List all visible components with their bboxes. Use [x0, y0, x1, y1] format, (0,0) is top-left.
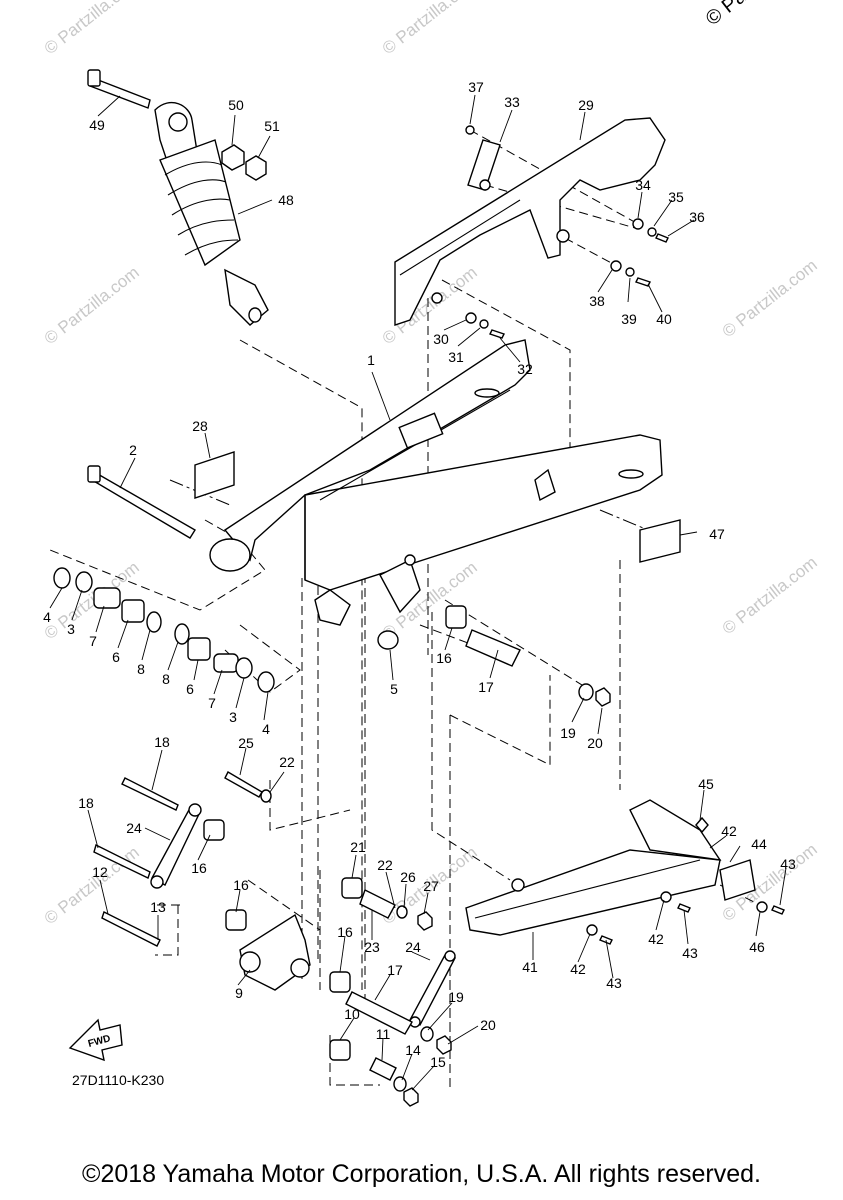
callout-45: 45 [698, 776, 714, 792]
callout-13: 13 [150, 899, 166, 915]
chain-guard [394, 117, 666, 326]
callout-16: 16 [436, 650, 452, 666]
pivot-shaft [87, 465, 196, 539]
callout-20: 20 [587, 735, 603, 751]
callout-31: 31 [448, 349, 464, 365]
callout-43: 43 [606, 975, 622, 991]
callout-12: 12 [92, 864, 108, 880]
watermark: © Partzilla.com [379, 0, 481, 58]
callout-26: 26 [400, 869, 416, 885]
watermark: © Partzilla.com [41, 263, 143, 349]
callout-43: 43 [682, 945, 698, 961]
callout-33: 33 [504, 94, 520, 110]
callout-36: 36 [689, 209, 705, 225]
callout-5: 5 [390, 681, 398, 697]
copyright-footer: ©2018 Yamaha Motor Corporation, U.S.A. A… [82, 1160, 761, 1188]
callout-42: 42 [721, 823, 737, 839]
watermark: © Partzilla.com [719, 256, 821, 342]
callout-22: 22 [279, 754, 295, 770]
callout-1: 1 [367, 352, 375, 368]
watermark: © Partzilla.com [719, 553, 821, 639]
callout-23: 23 [364, 939, 380, 955]
callout-15: 15 [430, 1054, 446, 1070]
callout-17: 17 [387, 962, 403, 978]
callout-7: 7 [208, 695, 216, 711]
callout-18: 18 [154, 734, 170, 750]
callout-29: 29 [578, 97, 594, 113]
rear-arm [209, 339, 663, 626]
callout-43: 43 [780, 856, 796, 872]
callout-8: 8 [137, 661, 145, 677]
forward-arrow: FWD [68, 1018, 123, 1062]
callout-7: 7 [89, 633, 97, 649]
callout-40: 40 [656, 311, 672, 327]
callout-25: 25 [238, 735, 254, 751]
callout-3: 3 [229, 709, 237, 725]
callout-3: 3 [67, 621, 75, 637]
callout-42: 42 [570, 961, 586, 977]
callout-4: 4 [262, 721, 270, 737]
callout-46: 46 [749, 939, 765, 955]
callout-48: 48 [278, 192, 294, 208]
callout-41: 41 [522, 959, 538, 975]
watermark: © Partzilla.com [41, 843, 143, 929]
callout-38: 38 [589, 293, 605, 309]
callout-27: 27 [423, 878, 439, 894]
callout-30: 30 [433, 331, 449, 347]
callout-leaders [49, 94, 787, 1091]
callout-11: 11 [376, 1026, 391, 1042]
callout-22: 22 [377, 857, 393, 873]
rear-shock-absorber [87, 69, 269, 326]
callout-16: 16 [191, 860, 207, 876]
callout-6: 6 [186, 681, 194, 697]
diagram-reference-code: 27D1110-K230 [72, 1072, 165, 1088]
callout-6: 6 [112, 649, 120, 665]
callout-14: 14 [405, 1042, 421, 1058]
callout-4: 4 [43, 609, 51, 625]
callout-8: 8 [162, 671, 170, 687]
callouts: 1 2 3 3 4 4 5 6 6 7 7 8 8 9 10 11 12 13 … [43, 79, 796, 1070]
chain-guard-fasteners [465, 125, 785, 945]
decals [194, 451, 681, 563]
watermark: © Partzilla.com [41, 0, 143, 58]
callout-24: 24 [405, 939, 421, 955]
callout-2: 2 [129, 442, 137, 458]
shock-nuts [221, 144, 267, 181]
callout-19: 19 [448, 989, 464, 1005]
callout-51: 51 [264, 118, 280, 134]
callout-28: 28 [192, 418, 208, 434]
callout-35: 35 [668, 189, 684, 205]
callout-39: 39 [621, 311, 637, 327]
relay-linkage [93, 771, 457, 1107]
callout-34: 34 [635, 177, 651, 193]
chain-guard-bracket [467, 139, 501, 191]
callout-19: 19 [560, 725, 576, 741]
callout-20: 20 [480, 1017, 496, 1033]
callout-49: 49 [89, 117, 105, 133]
callout-9: 9 [235, 985, 243, 1001]
callout-24: 24 [126, 820, 142, 836]
chain-case [465, 799, 756, 936]
pivot-bearings [53, 567, 275, 693]
callout-21: 21 [350, 839, 366, 855]
callout-17: 17 [478, 679, 494, 695]
callout-16: 16 [337, 924, 353, 940]
callout-32: 32 [517, 361, 533, 377]
callout-18: 18 [78, 795, 94, 811]
callout-50: 50 [228, 97, 244, 113]
center-bushings [377, 605, 611, 707]
callout-16: 16 [233, 877, 249, 893]
callout-47: 47 [709, 526, 725, 542]
callout-37: 37 [468, 79, 484, 95]
callout-44: 44 [751, 836, 767, 852]
callout-42: 42 [648, 931, 664, 947]
callout-10: 10 [344, 1006, 360, 1022]
